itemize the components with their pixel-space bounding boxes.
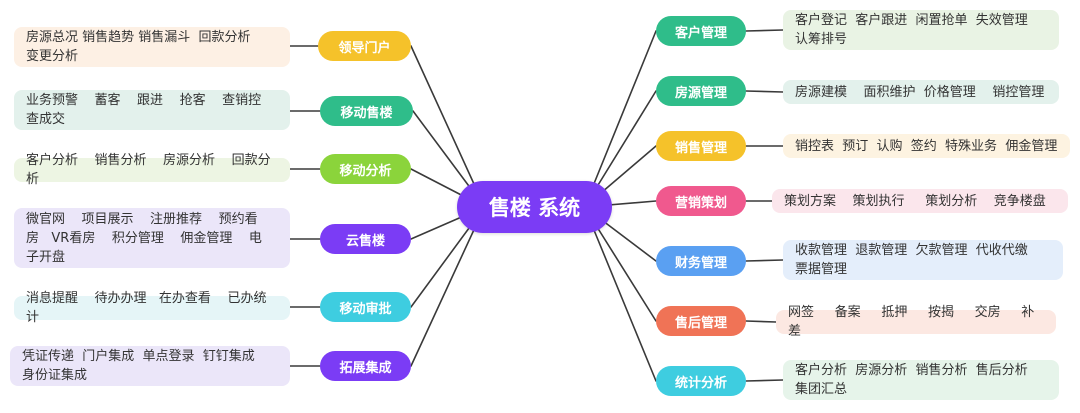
- box-finance-text: 收款管理 退款管理 欠款管理 代收代缴 票据管理: [795, 243, 1028, 277]
- box-integration: 凭证传递 门户集成 单点登录 钉钉集成 身份证集成: [10, 346, 290, 386]
- edge-center-statistics: [583, 206, 657, 382]
- box-leader: 房源总况 销售趋势 销售漏斗 回款分析 变更分析: [14, 27, 290, 67]
- node-statistics: 统计分析: [656, 366, 746, 396]
- box-customer: 客户登记 客户跟进 闲置抢单 失效管理 认筹排号: [783, 10, 1059, 50]
- box-marketing: 策划方案 策划执行 策划分析 竞争楼盘: [772, 189, 1068, 213]
- node-mobile-analysis: 移动分析: [320, 154, 411, 184]
- edge-center-customer: [583, 30, 657, 208]
- box-marketing-text: 策划方案 策划执行 策划分析 竞争楼盘: [784, 193, 1046, 209]
- box-finance: 收款管理 退款管理 欠款管理 代收代缴 票据管理: [783, 240, 1063, 280]
- node-cloud-sales: 云售楼: [320, 224, 411, 254]
- box-mobile-analysis-text: 客户分析 销售分析 房源分析 回款分析: [26, 153, 271, 187]
- box-sales: 销控表 预订 认购 签约 特殊业务 佣金管理: [783, 134, 1070, 158]
- box-mobile-analysis: 客户分析 销售分析 房源分析 回款分析: [14, 153, 290, 187]
- node-mobile-approval: 移动审批: [320, 292, 411, 322]
- box-after-sales: 网签 备案 抵押 按揭 交房 补差: [776, 305, 1056, 339]
- box-mobile-sales-text: 业务预警 蓄客 跟进 抢客 查销控 查成交: [26, 93, 262, 127]
- edge-box-finance: [745, 259, 784, 262]
- node-leader: 领导门户: [318, 31, 411, 61]
- box-cloud-sales-text: 微官网 项目展示 注册推荐 预约看 房 VR看房 积分管理 佣金管理 电 子开盘: [26, 211, 262, 265]
- node-housing: 房源管理: [656, 76, 746, 106]
- box-housing: 房源建模 面积维护 价格管理 销控管理: [783, 80, 1059, 104]
- edge-center-integration: [410, 206, 486, 367]
- center-node: 售楼 系统: [457, 181, 612, 233]
- box-customer-text: 客户登记 客户跟进 闲置抢单 失效管理 认筹排号: [795, 13, 1028, 47]
- box-after-sales-text: 网签 备案 抵押 按揭 交房 补差: [788, 305, 1035, 339]
- box-integration-text: 凭证传递 门户集成 单点登录 钉钉集成 身份证集成: [22, 349, 255, 383]
- node-after-sales: 售后管理: [656, 306, 746, 336]
- box-cloud-sales: 微官网 项目展示 注册推荐 预约看 房 VR看房 积分管理 佣金管理 电 子开盘: [14, 208, 290, 268]
- box-statistics-text: 客户分析 房源分析 销售分析 售后分析 集团汇总: [795, 363, 1028, 397]
- node-mobile-sales: 移动售楼: [320, 96, 413, 126]
- edge-box-statistics: [745, 379, 784, 382]
- box-sales-text: 销控表 预订 认购 签约 特殊业务 佣金管理: [795, 138, 1058, 154]
- edge-box-after-sales: [745, 320, 777, 323]
- node-sales: 销售管理: [656, 131, 746, 161]
- edge-box-housing: [745, 90, 784, 93]
- node-marketing: 营销策划: [656, 186, 746, 216]
- node-finance: 财务管理: [656, 246, 746, 276]
- box-mobile-approval: 消息提醒 待办办理 在办查看 已办统计: [14, 291, 290, 325]
- node-customer: 客户管理: [656, 16, 746, 46]
- node-integration: 拓展集成: [320, 351, 411, 381]
- box-mobile-sales: 业务预警 蓄客 跟进 抢客 查销控 查成交: [14, 90, 290, 130]
- box-statistics: 客户分析 房源分析 销售分析 售后分析 集团汇总: [783, 360, 1059, 400]
- edge-box-customer: [745, 29, 784, 32]
- edge-center-leader: [410, 45, 486, 208]
- box-leader-text: 房源总况 销售趋势 销售漏斗 回款分析 变更分析: [26, 30, 251, 64]
- box-mobile-approval-text: 消息提醒 待办办理 在办查看 已办统计: [26, 291, 267, 325]
- box-housing-text: 房源建模 面积维护 价格管理 销控管理: [795, 84, 1045, 100]
